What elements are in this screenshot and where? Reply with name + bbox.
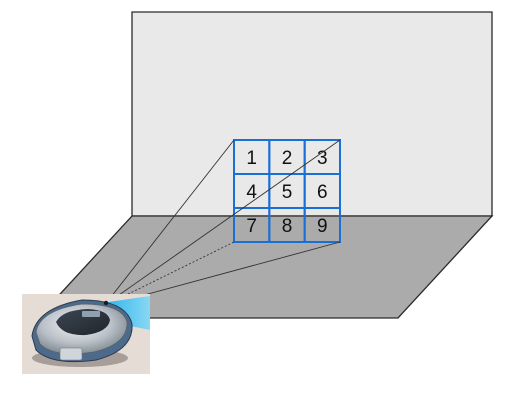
grid-cell-label: 4: [246, 182, 257, 203]
projection-line: [109, 241, 235, 304]
grid-cell-label: 1: [246, 148, 257, 169]
grid-cell-label: 3: [317, 148, 328, 169]
robot-vacuum-icon: [22, 294, 150, 374]
grid-cell-label: 8: [282, 216, 293, 237]
floor: [36, 215, 494, 319]
projection-line: [110, 241, 341, 305]
grid-cell-label: 6: [317, 182, 328, 203]
grid-cell-label: 2: [282, 148, 293, 169]
robot-sensor-eye: [103, 300, 109, 306]
grid-cell: [303, 207, 341, 243]
grid-cell-label: 5: [282, 182, 293, 203]
projection-line: [106, 139, 235, 303]
grid-cell-label: 7: [246, 216, 257, 237]
projection-lines: [106, 139, 341, 305]
back-wall: [131, 11, 493, 217]
robot-front-module: [59, 347, 83, 361]
grid-cell-label: 9: [317, 216, 328, 237]
robot-display: [82, 311, 100, 317]
grid: 1 2 3 4 5 6 7 8 9: [233, 139, 341, 243]
projection-line: [108, 139, 341, 303]
